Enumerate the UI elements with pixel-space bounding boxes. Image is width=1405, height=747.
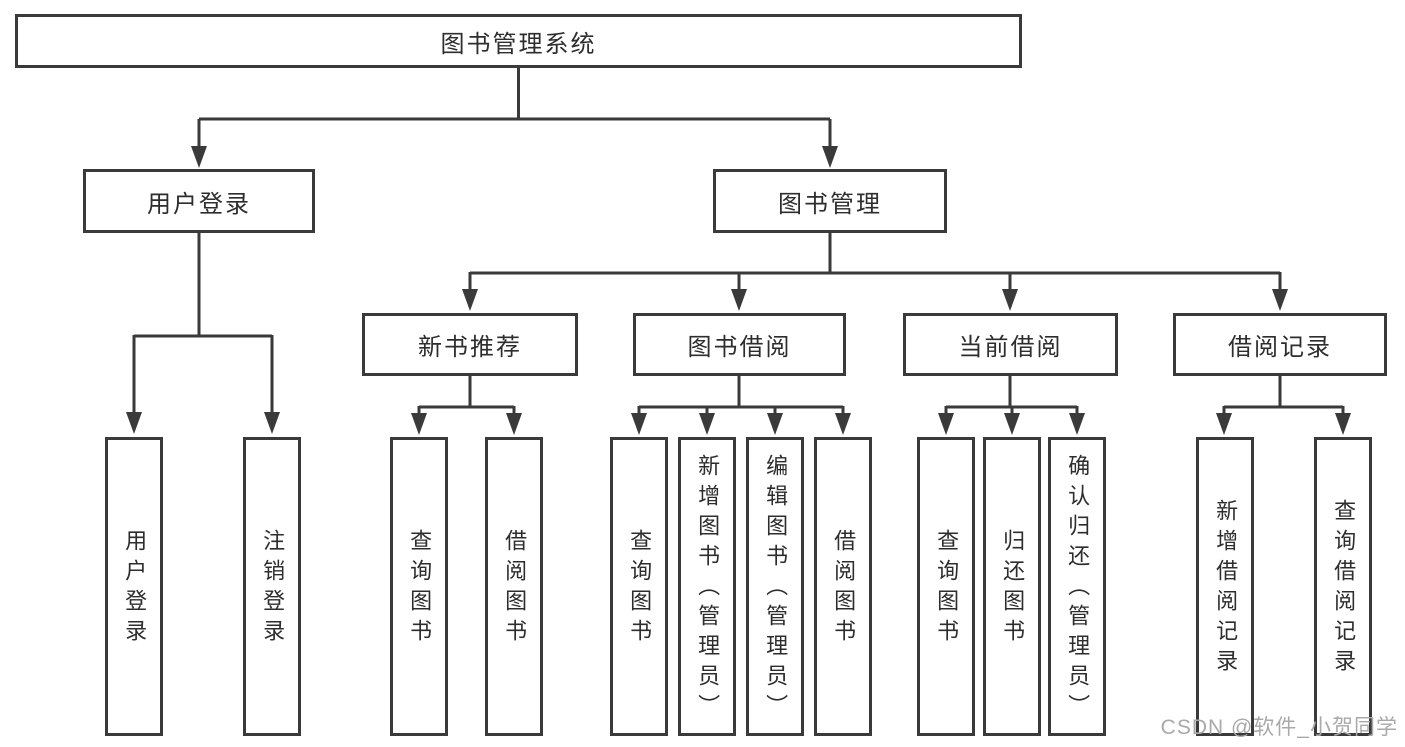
leaf-query-books-current: 查询图书 — [917, 437, 975, 736]
leaf-confirm-return-admin: 确认归还（管理员） — [1048, 437, 1106, 736]
node-book-borrow: 图书借阅 — [633, 313, 846, 376]
leaf-return-books: 归还图书 — [983, 437, 1041, 736]
leaf-query-books-recommend: 查询图书 — [390, 437, 448, 736]
leaf-user-login: 用户登录 — [105, 437, 163, 736]
leaf-logout: 注销登录 — [243, 437, 301, 736]
leaf-borrow-books-recommend: 借阅图书 — [485, 437, 543, 736]
leaf-borrow-books: 借阅图书 — [814, 437, 872, 736]
node-borrow-records: 借阅记录 — [1173, 313, 1387, 376]
node-root: 图书管理系统 — [15, 14, 1022, 68]
leaf-edit-book-admin: 编辑图书（管理员） — [746, 437, 804, 736]
node-current-borrow: 当前借阅 — [903, 313, 1118, 376]
watermark: CSDN @软件_小贺同学 — [1160, 716, 1398, 739]
node-user-login: 用户登录 — [83, 169, 315, 233]
node-book-management: 图书管理 — [713, 169, 947, 233]
leaf-add-book-admin: 新增图书（管理员） — [678, 437, 736, 736]
leaf-query-books-borrow: 查询图书 — [610, 437, 668, 736]
node-new-book-recommend: 新书推荐 — [362, 313, 578, 376]
leaf-query-borrow-record: 查询借阅记录 — [1314, 437, 1372, 736]
leaf-add-borrow-record: 新增借阅记录 — [1196, 437, 1254, 736]
